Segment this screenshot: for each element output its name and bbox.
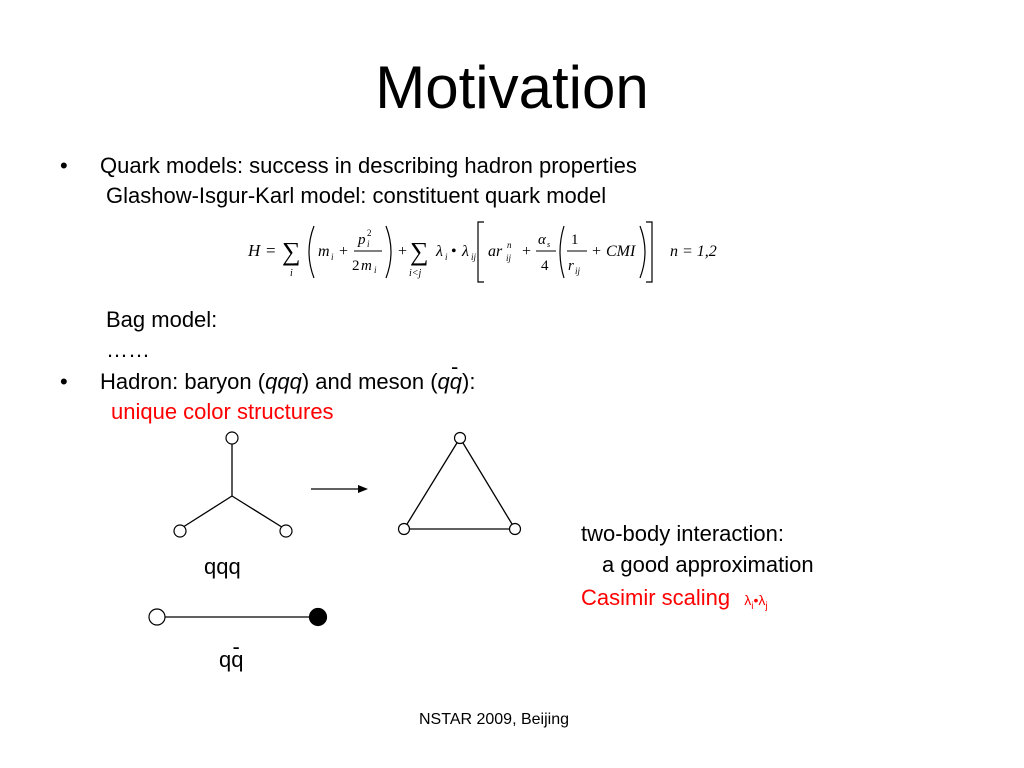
meson-qq-text: qq xyxy=(437,369,463,394)
formula-bracket-open xyxy=(477,221,484,283)
formula-plus-1: + xyxy=(339,243,348,260)
formula-cmi: CMI xyxy=(606,243,636,260)
bullet-1-text: Quark models: success in describing hadr… xyxy=(100,153,637,178)
hamiltonian-formula: H = ∑ i m i + p 2 i 2 m i + ∑ i<j λ i • … xyxy=(247,221,717,283)
formula-2m-m: m xyxy=(361,258,372,274)
formula-sum-1: ∑ xyxy=(282,237,301,266)
formula-2m-sub: i xyxy=(374,265,377,275)
formula-alpha-sub: s xyxy=(547,240,550,249)
qqbar-text: qq xyxy=(219,647,244,672)
lambda-dot: • xyxy=(753,592,759,608)
formula-lambda-i: λ xyxy=(435,243,443,260)
formula-dot: • xyxy=(451,243,457,260)
formula-p-sup: 2 xyxy=(367,228,372,238)
formula-lambda-j: λ xyxy=(461,243,469,260)
casimir-scaling: Casimir scaling λi•λj xyxy=(581,584,768,621)
meson-bar: - xyxy=(451,354,459,379)
lambda-i: λ xyxy=(744,592,752,608)
antiquark-filled xyxy=(308,607,328,627)
y-junction-right-arm xyxy=(231,495,286,530)
gik-model-line: Glashow-Isgur-Karl model: constituent qu… xyxy=(106,183,607,208)
formula-r: r xyxy=(568,258,574,274)
qqbar-bar: - xyxy=(232,634,240,659)
formula-lambda-i-sub: i xyxy=(445,252,448,262)
footer-conference: NSTAR 2009, Beijing xyxy=(419,711,569,728)
formula-plus-3: + xyxy=(522,243,531,260)
unique-color-structures: unique color structures xyxy=(111,399,334,424)
quark-top xyxy=(225,431,239,445)
formula-bracket-close xyxy=(646,221,653,283)
triangle-structure xyxy=(402,436,517,530)
formula-plus-2: + xyxy=(398,243,407,260)
formula-p: p xyxy=(357,232,366,248)
formula-ar-sub: ij xyxy=(506,253,512,263)
quark-left xyxy=(173,524,187,538)
quark-open xyxy=(148,608,166,626)
casimir-scaling-text: Casimir scaling xyxy=(581,585,731,610)
formula-mi: m xyxy=(318,243,330,260)
formula-eq: = xyxy=(266,241,276,260)
lambda-i-sub: i xyxy=(751,601,754,612)
good-approximation: a good approximation xyxy=(602,552,814,577)
qqq-label: qqq xyxy=(204,554,241,579)
formula-lambda-j-sub: ij xyxy=(471,252,477,262)
triangle-quark-left xyxy=(397,522,411,536)
qqbar-label: qq- xyxy=(219,634,244,674)
ellipsis-line: …… xyxy=(106,337,150,362)
bullet-1-symbol: • xyxy=(60,153,68,178)
formula-alpha: α xyxy=(538,232,547,248)
meson-qq: qq- xyxy=(437,354,463,396)
formula-sum1-index: i xyxy=(290,268,293,279)
formula-H: H xyxy=(247,241,262,260)
formula-2m: 2 xyxy=(352,258,360,274)
formula-r-sub: ij xyxy=(575,266,581,276)
formula-ar: ar xyxy=(488,243,503,260)
formula-one: 1 xyxy=(571,232,579,248)
quark-right xyxy=(279,524,293,538)
bullet-2-symbol: • xyxy=(60,369,68,394)
formula-sum2-index: i<j xyxy=(409,268,422,279)
color-structure-diagram xyxy=(148,431,522,627)
hadron-middle: ) and meson ( xyxy=(301,369,438,394)
hadron-prefix: Hadron: baryon ( xyxy=(100,369,266,394)
formula-paren-close-2 xyxy=(639,225,646,279)
formula-p-sub: i xyxy=(367,239,370,249)
arrow-head xyxy=(358,485,368,493)
hadron-suffix: ): xyxy=(462,369,476,394)
lambda-j-sub: j xyxy=(765,601,768,612)
bag-model-line: Bag model: xyxy=(106,307,218,332)
y-junction-left-arm xyxy=(179,495,233,530)
formula-paren-open-2 xyxy=(559,225,565,279)
lambda-j: λ xyxy=(758,592,766,608)
triangle-quark-right xyxy=(508,522,522,536)
formula-sum-2: ∑ xyxy=(410,237,429,266)
baryon-qqq: qqq xyxy=(265,369,302,394)
bullet-2-text: Hadron: baryon (qqq) and meson (qq-): xyxy=(100,354,476,396)
formula-plus-4: + xyxy=(592,243,601,260)
formula-ar-sup: n xyxy=(507,240,512,250)
lambda-product: λi•λj xyxy=(744,592,767,612)
formula-paren-open-1 xyxy=(308,225,315,279)
slide-title: Motivation xyxy=(375,54,649,121)
two-body-interaction: two-body interaction: xyxy=(581,521,784,546)
triangle-quark-top xyxy=(453,431,467,445)
formula-four: 4 xyxy=(541,258,549,274)
formula-mi-sub: i xyxy=(331,252,334,262)
formula-paren-close-1 xyxy=(385,225,392,279)
formula-n-eq: n = 1,2 xyxy=(670,243,717,260)
